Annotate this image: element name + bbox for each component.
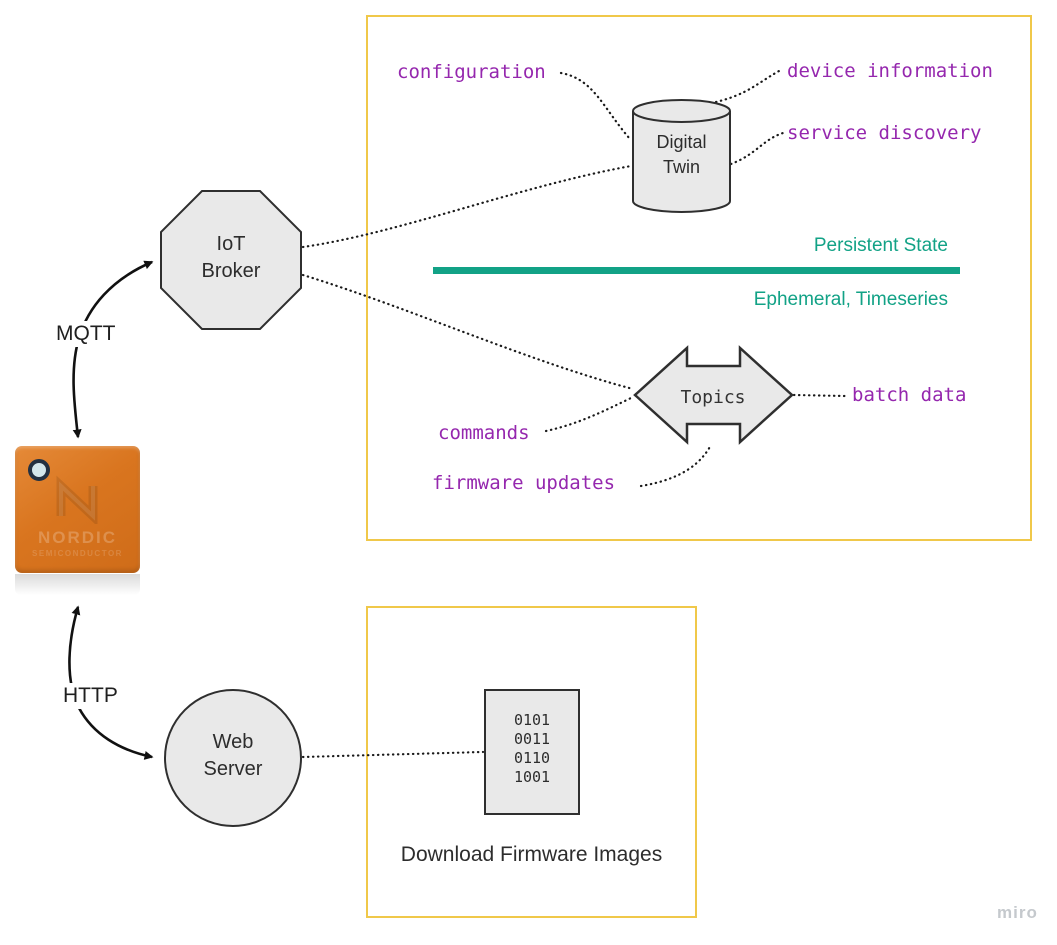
connector-service-discovery bbox=[729, 131, 785, 166]
digital-twin-label-line2: Twin bbox=[662, 157, 700, 177]
persistent-state-label: Persistent State bbox=[813, 235, 948, 256]
binary-line: 1001 bbox=[513, 768, 551, 786]
digital-twin-shape bbox=[632, 99, 731, 213]
web-server-shape bbox=[164, 689, 302, 827]
mqtt-label: MQTT bbox=[53, 321, 119, 347]
web-server-label: Web Server bbox=[165, 729, 301, 783]
connector-broker-topics bbox=[301, 273, 635, 391]
firmware-binary-text: 0101 0011 0110 1001 bbox=[485, 711, 579, 787]
nordic-n-logo-icon bbox=[56, 475, 98, 524]
connector-configuration bbox=[559, 71, 632, 141]
web-server-label-line1: Web bbox=[212, 731, 254, 753]
connector-batch-data bbox=[792, 393, 847, 398]
http-label: HTTP bbox=[60, 683, 121, 709]
mqtt-arrow bbox=[72, 260, 154, 439]
topic-label-commands: commands bbox=[438, 422, 530, 444]
topics-label: Topics bbox=[680, 387, 746, 408]
connector-device-information bbox=[714, 69, 781, 104]
download-firmware-caption: Download Firmware Images bbox=[400, 843, 663, 866]
topic-label-batch-data: batch data bbox=[852, 384, 967, 406]
connector-commands bbox=[544, 396, 633, 433]
connector-webserver-binary bbox=[301, 750, 485, 759]
binary-line: 0110 bbox=[513, 749, 551, 767]
web-server-label-line2: Server bbox=[203, 758, 263, 780]
http-arrow bbox=[68, 605, 154, 760]
nordic-device-chip: NORDIC SEMICONDUCTOR bbox=[15, 446, 140, 573]
topic-label-firmware-updates: firmware updates bbox=[432, 472, 616, 494]
topics-shape bbox=[633, 345, 794, 445]
iot-broker-label-line2: Broker bbox=[201, 260, 261, 282]
firmware-download-box bbox=[366, 606, 697, 918]
digital-twin-label-line1: Digital bbox=[656, 132, 707, 152]
binary-line: 0011 bbox=[513, 730, 551, 748]
ephemeral-timeseries-label: Ephemeral, Timeseries bbox=[753, 289, 948, 310]
connector-firmware-updates bbox=[639, 443, 713, 488]
chip-pin1-dot-icon bbox=[28, 459, 50, 481]
binary-line: 0101 bbox=[513, 711, 551, 729]
iot-broker-label-line1: IoT bbox=[216, 233, 246, 255]
chip-brand-subtext: SEMICONDUCTOR bbox=[32, 549, 123, 558]
connector-broker-digital-twin bbox=[301, 164, 633, 249]
miro-watermark[interactable]: miro bbox=[997, 903, 1038, 922]
cloud-services-box bbox=[366, 15, 1032, 541]
topic-label-device-information: device information bbox=[787, 60, 993, 82]
topic-label-service-discovery: service discovery bbox=[787, 122, 982, 144]
chip-reflection bbox=[15, 574, 140, 595]
chip-brand-text: NORDIC bbox=[37, 528, 118, 547]
topic-label-configuration: configuration bbox=[397, 61, 546, 83]
iot-broker-label: IoT Broker bbox=[161, 231, 301, 285]
iot-broker-shape bbox=[160, 190, 302, 330]
state-divider-line bbox=[433, 267, 960, 274]
firmware-binary-shape bbox=[484, 689, 580, 815]
digital-twin-label: Digital Twin bbox=[633, 130, 730, 180]
